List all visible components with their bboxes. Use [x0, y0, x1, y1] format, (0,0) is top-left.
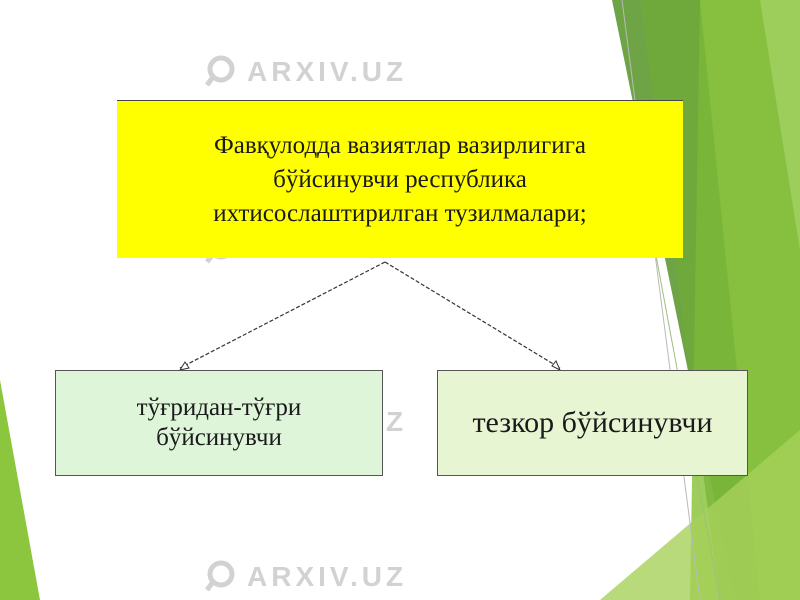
left-node-line-2: бўйсинувчи [156, 424, 282, 451]
right-node: тезкор бўйсинувчи [437, 370, 748, 476]
watermark-text: ARXIV.UZ [247, 56, 408, 87]
connector-right [384, 261, 561, 369]
right-node-label: тезкор бўйсинувчи [472, 406, 713, 439]
top-node-line-3: ихтисослаштирилган тузилмалари; [213, 199, 587, 227]
magnifier-icon [205, 55, 235, 87]
deco-triangle-left [0, 380, 40, 600]
connector-left [179, 261, 386, 369]
arrowhead-left [178, 361, 190, 371]
arrowhead-right [551, 360, 562, 372]
left-node-text: тўғридан-тўғри бўйсинувчи [137, 393, 302, 453]
left-node: тўғридан-тўғри бўйсинувчи [55, 370, 383, 476]
deco-triangle-bottom [600, 430, 800, 600]
top-node-text: Фавқулодда вазиятлар вазирлигига бўйсину… [213, 129, 587, 231]
watermark: ARXIV.UZ [205, 55, 407, 89]
magnifier-icon [205, 560, 235, 592]
top-node-line-2: бўйсинувчи республика [273, 165, 527, 193]
watermark-text: ARXIV.UZ [247, 561, 408, 592]
top-node-line-1: Фавқулодда вазиятлар вазирлигига [213, 131, 587, 159]
top-node: Фавқулодда вазиятлар вазирлигига бўйсину… [117, 100, 683, 258]
left-node-line-1: тўғридан-тўғри [136, 394, 302, 421]
watermark: ARXIV.UZ [205, 560, 407, 594]
